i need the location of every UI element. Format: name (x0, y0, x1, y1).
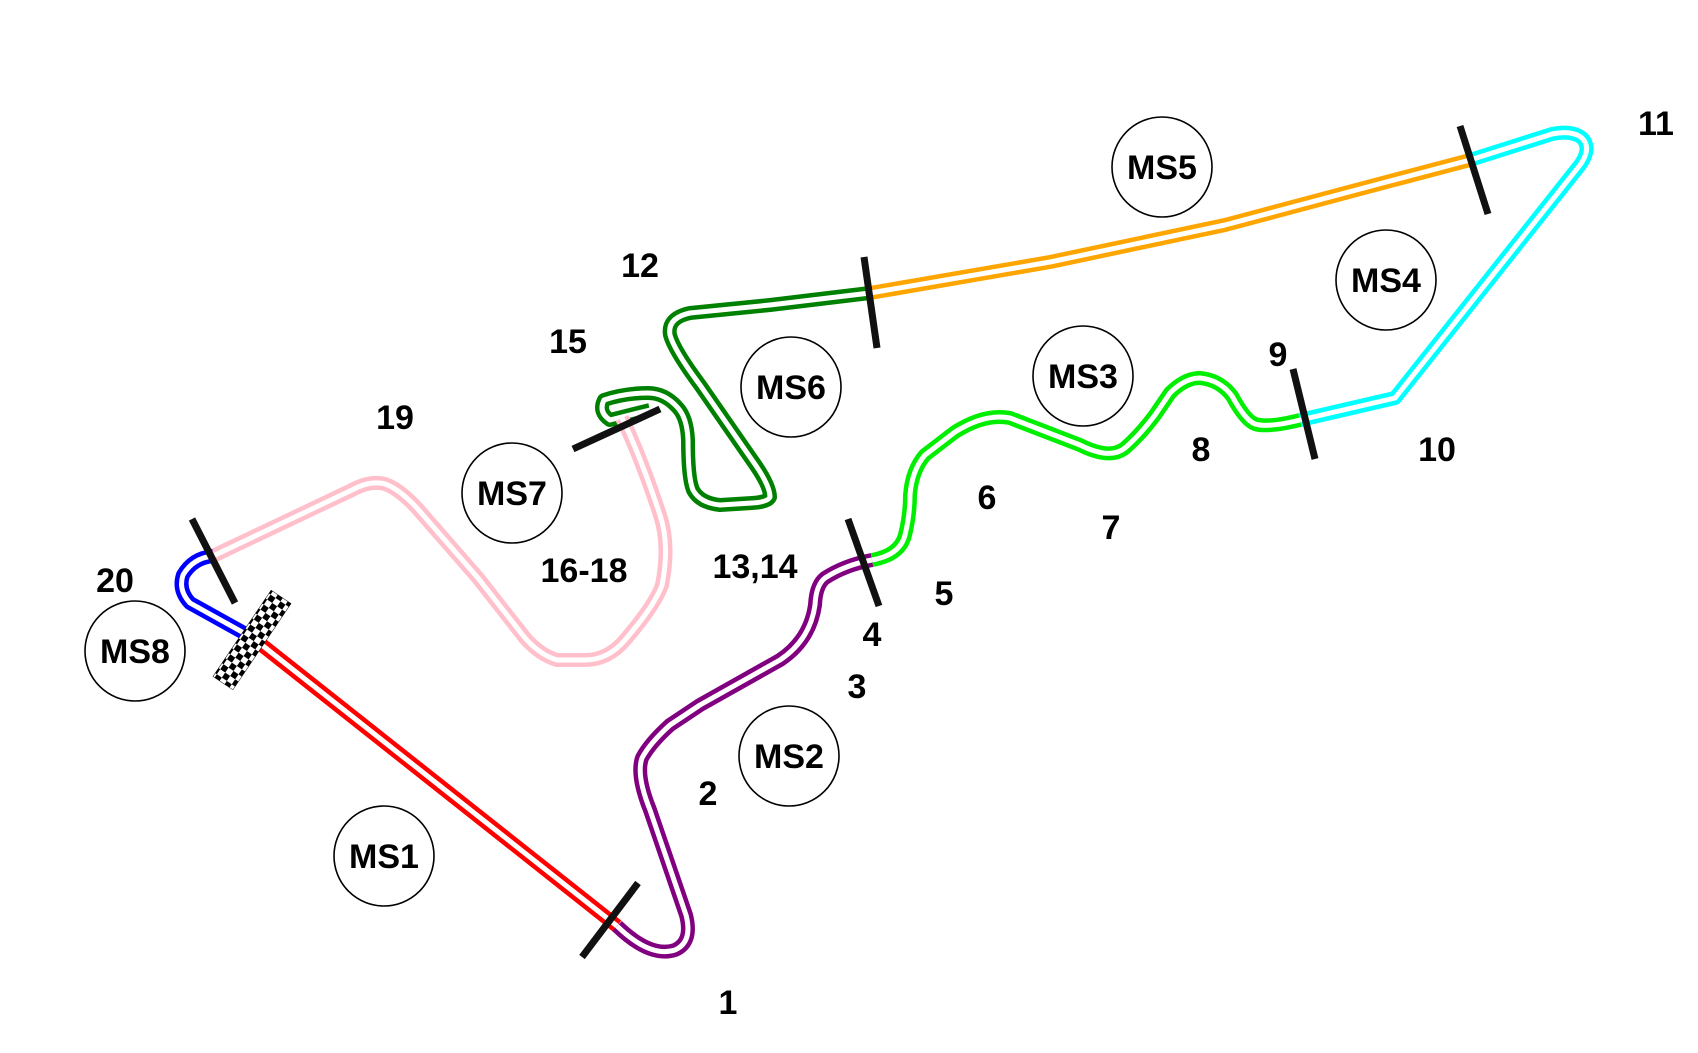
sector-label-ms4: MS4 (1335, 229, 1437, 331)
corner-label: 13,14 (712, 548, 797, 586)
boundary-ms7-ms8 (188, 517, 239, 605)
sector-label-ms2: MS2 (738, 705, 840, 807)
corner-label: 1 (719, 984, 738, 1022)
checkered-flag-icon (212, 589, 292, 691)
track-segment-ms8 (174, 549, 257, 645)
corner-label: 8 (1192, 431, 1211, 469)
track-segment-ms5 (868, 153, 1472, 300)
boundary-ms2-ms3 (844, 517, 883, 608)
corner-label: 10 (1418, 431, 1456, 469)
track-segment-ms7 (209, 414, 673, 667)
corner-label: 20 (96, 562, 134, 600)
ms5-track-centerline (869, 157, 1471, 296)
svg-text:MS3: MS3 (1048, 358, 1118, 396)
ms7-track-centerline (211, 416, 669, 663)
svg-text:MS7: MS7 (477, 475, 547, 513)
ms6-track-centerline (599, 290, 871, 508)
track-segment-ms4 (1298, 125, 1594, 427)
corner-labels: 1 2 3 4 5 6 7 8 9 10 11 12 13,14 15 16-1… (96, 105, 1674, 1022)
corner-label: 6 (978, 479, 997, 517)
corner-label: 16-18 (541, 552, 628, 590)
boundary-ms4-ms5 (1456, 124, 1492, 216)
svg-text:MS4: MS4 (1351, 262, 1421, 300)
svg-text:MS1: MS1 (349, 838, 419, 876)
ms1-track-centerline (251, 636, 619, 928)
svg-text:MS2: MS2 (754, 738, 824, 776)
boundary-ms1-ms2 (579, 880, 641, 960)
track-segment-ms1 (248, 632, 622, 932)
corner-label: 4 (863, 616, 882, 654)
track-segment-ms3 (870, 371, 1302, 567)
corner-label: 11 (1638, 105, 1674, 143)
sector-labels: MS1 MS2 MS3 MS4 MS5 MS6 MS7 MS8 (84, 116, 1437, 907)
corner-label: 12 (621, 247, 659, 285)
track-segment-ms2 (612, 553, 874, 959)
svg-text:MS6: MS6 (756, 369, 826, 407)
sector-label-ms6: MS6 (740, 336, 842, 438)
corner-label: 7 (1102, 509, 1121, 547)
corner-label: 2 (699, 775, 718, 813)
corner-label: 5 (935, 575, 954, 613)
ms7-track-outline (209, 414, 673, 667)
boundary-ms5-ms6 (860, 256, 881, 349)
ms8-track-centerline (179, 553, 255, 641)
corner-label: 3 (848, 668, 867, 706)
boundary-ms3-ms4 (1289, 368, 1319, 460)
sector-label-ms8: MS8 (84, 600, 186, 702)
sector-label-ms3: MS3 (1032, 325, 1134, 427)
track-segment-ms6 (595, 286, 871, 512)
svg-text:MS5: MS5 (1127, 149, 1197, 187)
corner-label: 15 (549, 323, 587, 361)
ms3-track-centerline (871, 375, 1301, 563)
svg-text:MS8: MS8 (100, 633, 170, 671)
sector-label-ms7: MS7 (461, 442, 563, 544)
boundary-ms6-ms7 (571, 405, 662, 453)
ms2-track-centerline (615, 557, 873, 955)
sector-label-ms5: MS5 (1111, 116, 1213, 218)
corner-label: 9 (1269, 336, 1288, 374)
sector-label-ms1: MS1 (333, 805, 435, 907)
sector-boundaries (188, 124, 1492, 960)
corner-label: 19 (376, 399, 414, 437)
ms4-track-centerline (1299, 130, 1589, 423)
